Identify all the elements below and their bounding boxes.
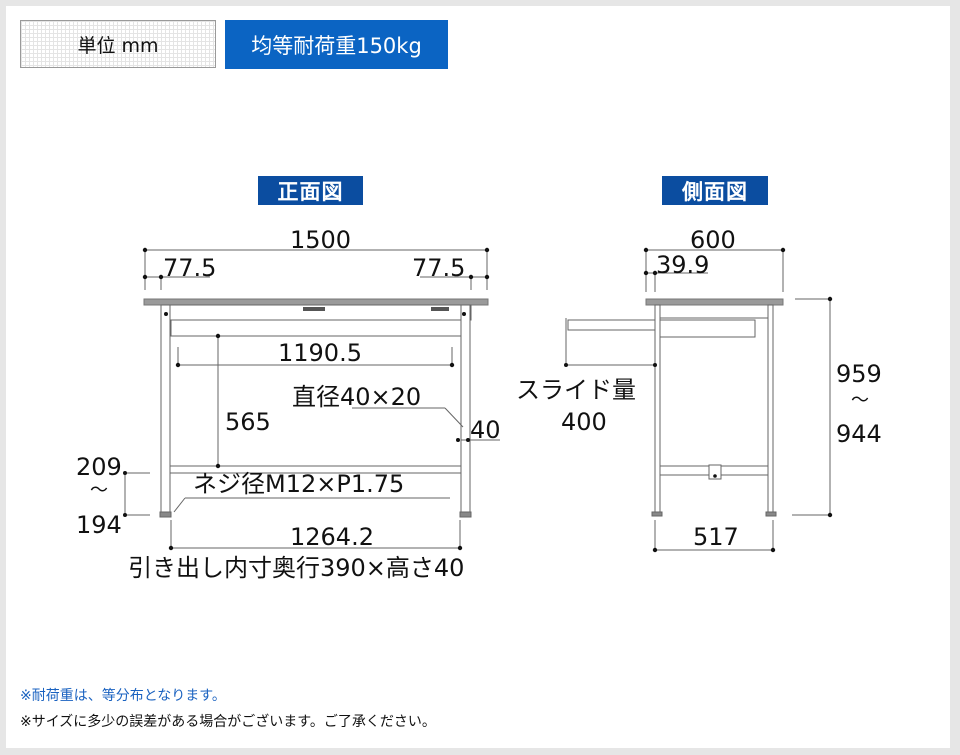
dim-inner-leg-span: 1264.2 xyxy=(290,523,374,551)
load-label: 均等耐荷重150kg xyxy=(251,33,422,58)
dim-top-offset: 39.9 xyxy=(656,251,710,279)
dim-adjuster-range: 〜 xyxy=(90,480,108,501)
dim-slide-amount: 400 xyxy=(561,408,607,436)
dim-height-max: 959 xyxy=(836,360,882,388)
side-dim-dots xyxy=(564,247,833,553)
dim-height-min: 944 xyxy=(836,420,882,448)
dim-drawer-to-brace: 565 xyxy=(225,408,271,436)
unit-badge: 単位 mm xyxy=(20,20,216,68)
side-view-title-text: 側面図 xyxy=(682,179,748,204)
dim-slide-label: スライド量 xyxy=(516,376,636,404)
dim-right-offset: 77.5 xyxy=(412,254,466,282)
dim-overall-width: 1500 xyxy=(290,226,352,254)
dim-pipe-diameter: 直径40×20 xyxy=(292,383,422,411)
side-view-drawing xyxy=(565,249,831,551)
unit-label: 単位 mm xyxy=(77,34,159,57)
dim-adjuster-max: 209 xyxy=(76,453,122,481)
front-dim-dots xyxy=(123,247,490,551)
front-view-title-text: 正面図 xyxy=(277,179,344,204)
dim-drawer-inner: 引き出し内寸奥行390×高さ40 xyxy=(128,554,465,582)
dim-drawer-width: 1190.5 xyxy=(278,339,362,367)
load-capacity-badge: 均等耐荷重150kg xyxy=(225,20,448,69)
dim-pipe-size: 40 xyxy=(470,416,501,444)
dim-left-offset: 77.5 xyxy=(163,254,217,282)
note-size-tolerance: ※サイズに多少の誤差がある場合がございます。ご了承ください。 xyxy=(20,714,436,730)
front-view-title: 正面図 xyxy=(258,176,363,205)
front-view-drawing xyxy=(124,249,500,549)
dim-thread-spec: ネジ径M12×P1.75 xyxy=(193,470,405,498)
dim-height-range: 〜 xyxy=(851,390,869,411)
note-load-distribution: ※耐荷重は、等分布となります。 xyxy=(20,688,226,704)
side-view-title: 側面図 xyxy=(662,176,768,205)
dim-overall-depth: 600 xyxy=(690,226,736,254)
dim-adjuster-min: 194 xyxy=(76,511,122,539)
dim-leg-span: 517 xyxy=(693,523,739,551)
